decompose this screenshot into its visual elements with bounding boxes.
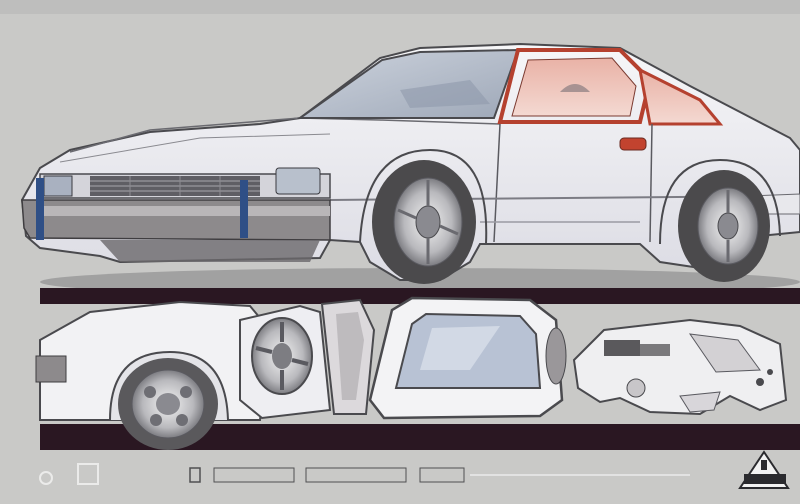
fender-bumper-end — [35, 355, 67, 383]
window-frame-part — [368, 296, 567, 420]
headlight-right — [275, 167, 321, 195]
bumper-guard-left — [36, 178, 44, 240]
front-wheel-arch — [359, 148, 488, 245]
dashboard-part — [572, 318, 788, 416]
top-edge-shade — [0, 0, 800, 14]
wheel-detail-part — [239, 304, 332, 420]
bumper-guard-right — [240, 180, 248, 238]
lower-detail-strip — [35, 296, 788, 450]
rear-wheel — [678, 170, 770, 282]
front-grille — [90, 176, 260, 196]
door-seam-rear — [649, 123, 653, 243]
bumper-highlight — [40, 206, 330, 216]
front-wheel — [372, 160, 476, 284]
door-handle — [619, 137, 647, 151]
air-dam — [100, 240, 320, 262]
scribble-box-mark — [189, 467, 201, 483]
rear-quarter-window — [637, 67, 724, 126]
pillar-trim-inset — [336, 312, 364, 400]
bottom-markings — [39, 463, 690, 485]
fender-wheel — [118, 358, 218, 450]
hood-crease — [59, 133, 331, 163]
rear-wheel-arch — [659, 158, 781, 245]
scribble-block-3 — [419, 467, 465, 483]
triangle-badge-logo — [738, 450, 790, 489]
scribble-block-1 — [213, 467, 295, 483]
windshield-reflection — [400, 80, 490, 108]
scribble-block-2 — [305, 467, 407, 483]
upper-divider-band — [40, 288, 800, 304]
headlight-left — [43, 175, 73, 197]
headrest — [560, 84, 590, 92]
small-circle-mark — [39, 471, 53, 485]
small-box-mark — [77, 463, 99, 485]
